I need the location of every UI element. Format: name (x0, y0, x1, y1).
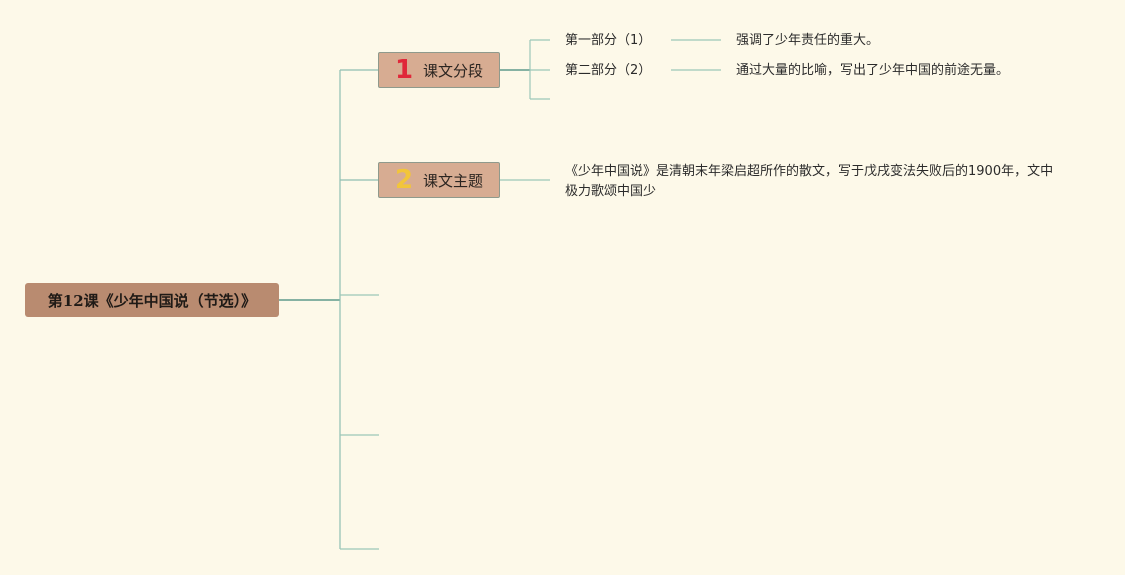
theme-description[interactable]: 《少年中国说》是清朝末年梁启超所作的散文，写于戊戌变法失败后的1900年，文中极… (565, 164, 1054, 199)
subtopic-part-one[interactable]: 第一部分（1） (565, 33, 652, 48)
subtopic-part-one-detail[interactable]: 强调了少年责任的重大。 (736, 33, 880, 48)
branch-lesson-theme[interactable]: 2 课文主题 (378, 162, 500, 198)
number-two-icon: 2 (394, 165, 414, 195)
number-one-icon: 1 (394, 55, 414, 85)
branch-lesson-sections-label: 课文分段 (423, 61, 484, 80)
branch-lesson-theme-label: 课文主题 (423, 171, 484, 190)
branch-lesson-sections[interactable]: 1 课文分段 (378, 52, 500, 88)
root-topic-label: 第12课《少年中国说（节选）》 (47, 291, 257, 310)
subtopic-part-two[interactable]: 第二部分（2） (565, 63, 652, 78)
root-topic[interactable]: 第12课《少年中国说（节选）》 (25, 283, 279, 317)
subtopic-part-two-detail[interactable]: 通过大量的比喻，写出了少年中国的前途无量。 (736, 63, 1010, 78)
